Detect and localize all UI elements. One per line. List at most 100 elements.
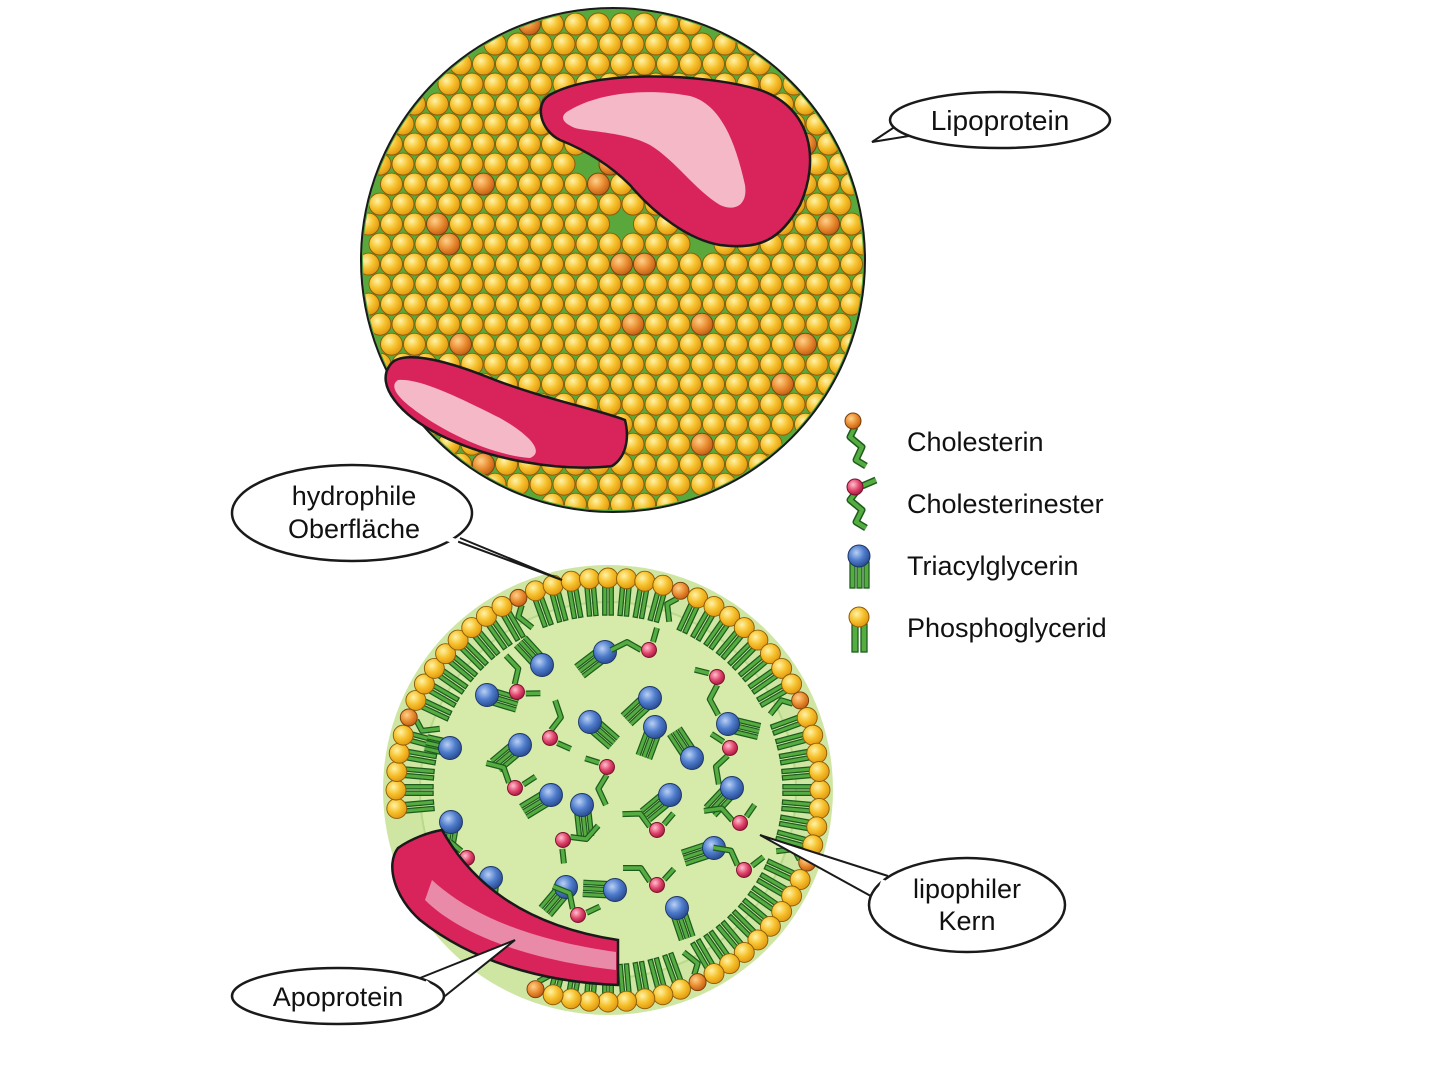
phospholipid-head xyxy=(560,988,582,1010)
phospholipid-head xyxy=(483,192,507,216)
phospholipid-head xyxy=(656,52,679,76)
phospholipid-head xyxy=(781,885,803,907)
phospholipid-head xyxy=(805,272,829,296)
phospholipid-head xyxy=(552,312,576,336)
phospholipid-head xyxy=(644,232,668,256)
callout-hydrophile-line1: hydrophile xyxy=(292,481,417,511)
phospholipid-head xyxy=(840,252,863,276)
callout-apoprotein: Apoprotein xyxy=(230,939,516,1026)
triacylglycerol-head xyxy=(593,640,617,664)
phospholipid-head xyxy=(610,372,633,396)
phospholipid-head xyxy=(781,673,803,695)
phospholipid-head xyxy=(670,978,691,1000)
phospholipid-head xyxy=(587,292,610,316)
phospholipid-molecule xyxy=(703,929,741,975)
triacylglycerol-head xyxy=(438,736,462,760)
phospholipid-head xyxy=(817,332,840,356)
phospholipid-head xyxy=(391,152,415,176)
phospholipid-head xyxy=(736,352,760,376)
phospholipid-head xyxy=(506,72,530,96)
phospholipid-head xyxy=(633,492,656,510)
phospholipid-head xyxy=(423,657,445,679)
callout-apoprotein-text: Apoprotein xyxy=(273,982,404,1012)
phospholipid-head xyxy=(616,990,637,1012)
callout-lipophiler: lipophiler Kern xyxy=(759,834,1067,954)
phospholipid-head xyxy=(380,172,403,196)
phospholipid-head xyxy=(679,452,702,476)
phospholipid-head xyxy=(472,252,495,276)
phospholipid-molecule xyxy=(385,779,434,801)
phospholipid-head xyxy=(725,452,748,476)
triacylglycerol-molecule xyxy=(635,715,667,761)
phospholipid-head xyxy=(391,272,415,296)
triacylglycerol-head xyxy=(508,733,532,757)
phospholipid-head xyxy=(633,12,656,36)
phospholipid-head xyxy=(782,312,806,336)
cholesterol-head xyxy=(399,708,418,727)
phospholipid-head xyxy=(506,192,530,216)
phospholipid-head xyxy=(495,212,518,236)
phospholipid-head xyxy=(794,252,817,276)
phospholipid-head xyxy=(587,212,610,236)
cholesterol-ester-head xyxy=(649,877,665,893)
phospholipid-head xyxy=(506,152,530,176)
phospholipid-molecule xyxy=(763,858,811,891)
triacylglycerol-molecule xyxy=(570,793,595,838)
phospholipid-head xyxy=(679,412,702,436)
apoprotein-highlight xyxy=(394,379,536,458)
cholesterol-ester-head xyxy=(641,642,657,658)
phospholipid-head xyxy=(426,92,449,116)
phospholipid-head xyxy=(851,232,863,256)
phospholipid-head xyxy=(633,412,656,436)
phospholipid-head xyxy=(633,52,656,76)
phospholipid-head xyxy=(403,172,426,196)
phospholipid-molecule xyxy=(525,580,554,629)
phospholipid-head xyxy=(587,252,610,276)
phospholipid-molecule xyxy=(778,742,828,766)
phospholipid-head xyxy=(667,432,691,456)
phospholipid-head xyxy=(552,272,576,296)
phospholipid-head xyxy=(771,252,794,276)
phospholipid-head xyxy=(759,352,783,376)
phospholipid-head xyxy=(363,252,380,276)
phospholipid-molecule xyxy=(662,951,691,1000)
phospholipid-head xyxy=(460,152,484,176)
phospholipid-head xyxy=(598,232,622,256)
phospholipid-head xyxy=(579,990,600,1012)
phospholipid-head xyxy=(771,332,794,356)
phospholipid-head xyxy=(702,452,725,476)
phospholipid-head xyxy=(564,372,587,396)
phospholipid-head xyxy=(690,272,714,296)
phospholipid-molecule xyxy=(579,568,600,617)
phospholipid-head xyxy=(506,232,530,256)
legend-item-cholesterinester: Cholesterinester xyxy=(846,476,1104,532)
phospholipid-head xyxy=(472,132,495,156)
legend-label: Phosphoglycerid xyxy=(907,613,1107,643)
phospholipid-molecule xyxy=(737,643,781,683)
phospholipid-head xyxy=(725,52,748,76)
phospholipid-head xyxy=(460,232,484,256)
phospholipid-head xyxy=(759,312,783,336)
cholesterol-head xyxy=(449,332,472,356)
phospholipid-head xyxy=(426,332,449,356)
phospholipid-molecule xyxy=(632,570,656,620)
phospholipid-head xyxy=(748,332,771,356)
phospholipid-head xyxy=(564,332,587,356)
cholesterol-ester-molecule xyxy=(709,731,738,785)
cholesterol-ester-head xyxy=(570,907,586,923)
phospholipid-head xyxy=(541,332,564,356)
phospholipid-head xyxy=(518,132,541,156)
phospholipid-head xyxy=(733,617,755,639)
phospholipid-molecule xyxy=(715,919,755,963)
phospholipid-head xyxy=(806,742,828,764)
phospholipid-head xyxy=(805,352,829,376)
phospholipid-head xyxy=(598,272,622,296)
phospholipid-head xyxy=(652,984,674,1006)
phospholipid-head xyxy=(713,432,737,456)
phospholipid-molecule xyxy=(781,798,830,819)
phospholipid-head xyxy=(652,574,674,596)
phospholipid-head xyxy=(495,52,518,76)
phospholipid-head xyxy=(542,984,564,1006)
phospholipid-head xyxy=(789,869,811,891)
phospholipid-head xyxy=(483,232,507,256)
